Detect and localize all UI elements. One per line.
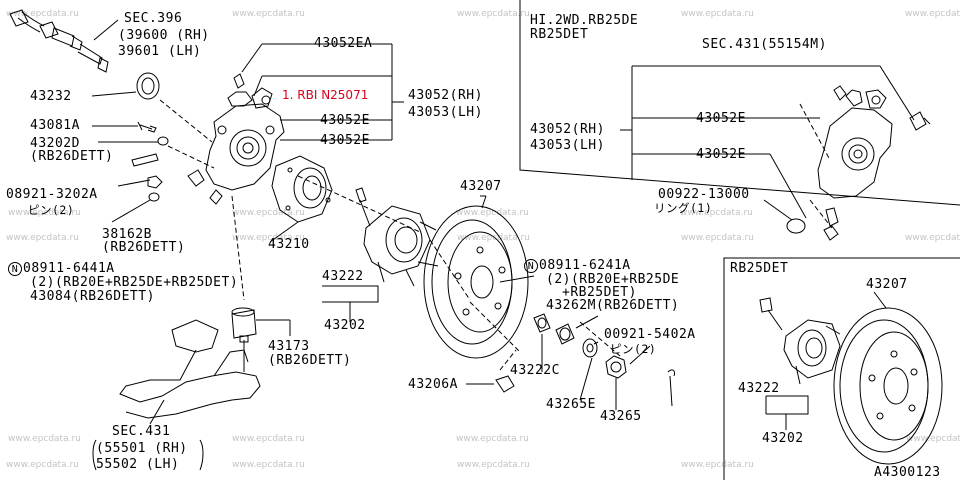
hi2wd-section-frame [519, 0, 960, 206]
watermark: www.epcdata.ru [232, 9, 305, 19]
section-title-rb25det: RB25DET [530, 27, 589, 42]
rb25det-section-frame [723, 257, 960, 480]
lower-arm-drawing [119, 307, 291, 425]
watermark: www.epcdata.ru [456, 434, 529, 444]
watermark: www.epcdata.ru [681, 9, 754, 19]
label-43052e-right-1: 43052E [696, 111, 746, 126]
label-43222-left: 43222 [322, 269, 364, 284]
label-38162b: 38162B [102, 227, 152, 242]
label-43207-left: 43207 [460, 179, 502, 194]
label-43206a: 43206A [408, 377, 458, 392]
watermark: www.epcdata.ru [6, 233, 79, 243]
watermark: www.epcdata.ru [8, 434, 81, 444]
label-00922-13000: 00922-13000 [658, 187, 750, 202]
label-pin-2-b: ピン(2) [610, 342, 657, 356]
label-43202-right: 43202 [762, 431, 804, 446]
label-08911-6441a-note: (2)(RB20E+RB25DE+RB25DET) [30, 275, 239, 290]
watermark: www.epcdata.ru [457, 460, 530, 470]
watermark: www.epcdata.ru [232, 233, 305, 243]
circled-n-mark: N [8, 262, 22, 276]
label-43207-right: 43207 [866, 277, 908, 292]
hub-nut-parts-drawing [466, 313, 675, 410]
watermark: www.epcdata.ru [905, 233, 960, 243]
label-sec431-left: SEC.431 [112, 424, 171, 439]
red-note-rbi: 1. RBI N25071 [282, 88, 369, 102]
label-43052e-right-2: 43052E [696, 147, 746, 162]
label-00921-5402a: 00921-5402A [604, 327, 696, 342]
label-43210: 43210 [268, 237, 310, 252]
watermark: www.epcdata.ru [232, 434, 305, 444]
section-title-hi2wd: HI.2WD.RB25DE [530, 13, 639, 28]
label-ring-1: リング(1) [654, 201, 713, 215]
watermark: www.epcdata.ru [905, 9, 960, 19]
label-43232: 43232 [30, 89, 72, 104]
label-43084: 43084(RB26DETT) [30, 289, 155, 304]
hub-bearing-drawing [269, 155, 333, 243]
label-08911-6241a-note-2: +RB25DET) [562, 285, 637, 300]
hi2wd-knuckle-drawing [620, 65, 931, 241]
label-43262m: 43262M(RB26DETT) [546, 298, 680, 313]
label-39601: 39601 (LH) [118, 44, 202, 59]
label-sec396: SEC.396 [124, 11, 183, 26]
label-43053-lh: 43053(LH) [408, 105, 483, 120]
watermark: www.epcdata.ru [680, 208, 753, 218]
label-43052ea: 43052EA [314, 36, 373, 51]
watermark: www.epcdata.ru [457, 233, 530, 243]
label-55501: (55501 (RH) [96, 441, 188, 456]
rb25det-hub-rotor-drawing [759, 291, 943, 465]
watermark: www.epcdata.ru [681, 233, 754, 243]
label-08921-3202a: 08921-3202A [6, 187, 98, 202]
brake-rotor-left-drawing [423, 195, 529, 359]
label-43052e-2: 43052E [320, 133, 370, 148]
watermark: www.epcdata.ru [6, 9, 79, 19]
label-pin-2-a: ピン(2) [28, 203, 75, 217]
watermark: www.epcdata.ru [457, 9, 530, 19]
oil-seal-drawing [136, 72, 160, 100]
watermark: www.epcdata.ru [8, 208, 81, 218]
knuckle-drawing [187, 73, 285, 205]
page-code: A4300123 [874, 465, 941, 480]
label-43053-lh-right: 43053(LH) [530, 138, 605, 153]
watermark: www.epcdata.ru [232, 208, 305, 218]
label-43222-right: 43222 [738, 381, 780, 396]
label-39600: (39600 (RH) [118, 28, 210, 43]
label-sec431-55154m: SEC.431(55154M) [702, 37, 827, 52]
label-43052-rh: 43052(RH) [408, 88, 483, 103]
label-08911-6241a-note-1: (2)(RB20E+RB25DE [546, 272, 680, 287]
label-43202d: 43202D [30, 136, 80, 151]
watermark: www.epcdata.ru [232, 460, 305, 470]
label-43265e: 43265E [546, 397, 596, 412]
drive-shaft-drawing [9, 9, 119, 73]
label-43052e-1: 43052E [320, 113, 370, 128]
label-43052-rh-right: 43052(RH) [530, 122, 605, 137]
label-43222c: 43222C [510, 363, 560, 378]
label-43265: 43265 [600, 409, 642, 424]
label-38162b-note: (RB26DETT) [102, 240, 186, 255]
label-43202d-note: (RB26DETT) [30, 149, 114, 164]
watermark: www.epcdata.ru [456, 208, 529, 218]
label-43081a: 43081A [30, 118, 80, 133]
label-43202-left: 43202 [324, 318, 366, 333]
label-43173-note: (RB26DETT) [268, 353, 352, 368]
watermark: www.epcdata.ru [681, 460, 754, 470]
watermark: www.epcdata.ru [906, 434, 960, 444]
label-55502: 55502 (LH) [96, 457, 180, 472]
watermark: www.epcdata.ru [6, 460, 79, 470]
circled-n-mark: N [524, 259, 538, 273]
label-43173: 43173 [268, 339, 310, 354]
section-title-rb25det-lower: RB25DET [730, 261, 789, 276]
hub-assembly-drawing [355, 187, 439, 287]
